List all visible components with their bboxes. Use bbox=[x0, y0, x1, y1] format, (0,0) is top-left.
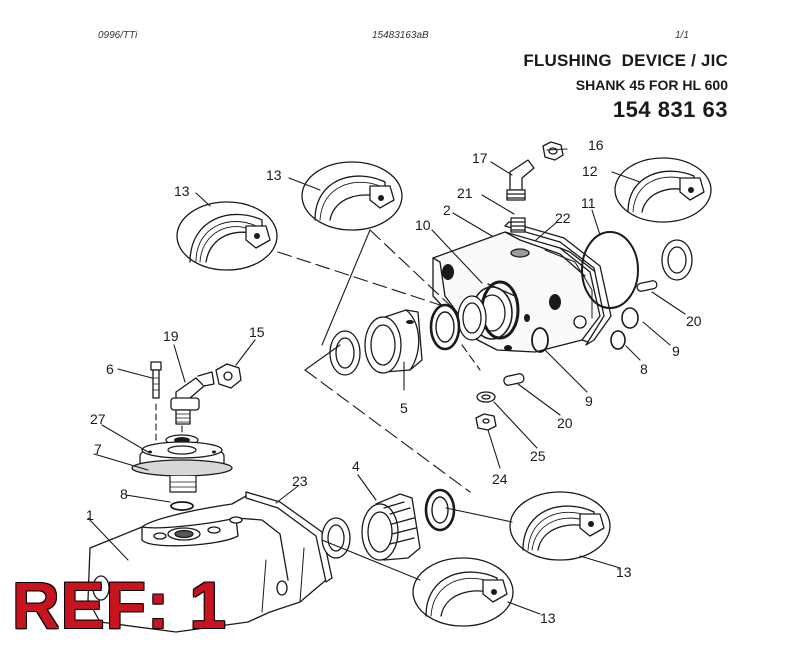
assembly-part-number: 154 831 63 bbox=[612, 97, 728, 122]
shank-body bbox=[87, 495, 327, 633]
callout-17: 17 bbox=[472, 150, 488, 166]
callout-13-d: 13 bbox=[540, 610, 556, 626]
callout-10: 10 bbox=[415, 217, 431, 233]
callout-20-a: 20 bbox=[686, 313, 702, 329]
drawing-number: 15483163aB bbox=[372, 30, 429, 41]
drawing-subtitle: SHANK 45 FOR HL 600 bbox=[575, 77, 728, 93]
detail-bubble-seal-2 bbox=[301, 161, 403, 231]
callout-13-a: 13 bbox=[266, 167, 282, 183]
callout-19: 19 bbox=[163, 328, 179, 344]
callout-11: 11 bbox=[581, 195, 596, 211]
callout-27: 27 bbox=[90, 411, 106, 427]
lower-seal-left bbox=[321, 517, 351, 559]
assembly-guide-lines-lower bbox=[321, 507, 513, 581]
o-ring-mid bbox=[531, 327, 549, 353]
o-ring-small bbox=[621, 307, 639, 329]
callout-2: 2 bbox=[443, 202, 451, 218]
o-ring-8 bbox=[170, 501, 194, 511]
callout-24: 24 bbox=[492, 471, 508, 487]
hex-nut-15 bbox=[215, 363, 242, 389]
dowel-pin bbox=[636, 280, 658, 292]
callout-1: 1 bbox=[86, 507, 94, 523]
callout-22: 22 bbox=[555, 210, 571, 226]
callout-8-a: 8 bbox=[640, 361, 648, 377]
plug-fitting bbox=[510, 217, 526, 233]
detail-bubble-seal-4 bbox=[509, 491, 611, 561]
sleeve-seal bbox=[329, 330, 361, 376]
callout-13-c: 13 bbox=[616, 564, 632, 580]
lower-sleeve bbox=[361, 493, 421, 561]
housing-seals bbox=[429, 295, 487, 351]
detail-bubble-seal-1 bbox=[176, 201, 278, 271]
callout-8-b: 8 bbox=[120, 486, 128, 502]
callout-21: 21 bbox=[457, 185, 473, 201]
o-ring-small-2 bbox=[610, 330, 626, 350]
assembly-guide-lines-upper bbox=[277, 229, 481, 493]
callout-25: 25 bbox=[530, 448, 546, 464]
callout-9-a: 9 bbox=[672, 343, 680, 359]
lower-seal-right bbox=[424, 488, 456, 532]
elbow-fitting-lower bbox=[170, 371, 215, 425]
callout-16: 16 bbox=[588, 137, 604, 153]
callout-7: 7 bbox=[94, 441, 102, 457]
dowel-pin-2 bbox=[503, 373, 525, 386]
callout-12: 12 bbox=[582, 163, 598, 179]
callout-5: 5 bbox=[400, 400, 408, 416]
callout-15: 15 bbox=[249, 324, 265, 340]
document-code: 0996/TTi bbox=[98, 30, 138, 41]
callout-6: 6 bbox=[106, 361, 114, 377]
nut-24 bbox=[475, 413, 497, 431]
washer bbox=[476, 391, 496, 403]
elbow-fitting-top bbox=[506, 159, 535, 201]
detail-bubble-seal-3 bbox=[614, 157, 712, 223]
callout-20-b: 20 bbox=[557, 415, 573, 431]
o-ring-large bbox=[581, 231, 639, 309]
callout-4: 4 bbox=[352, 458, 360, 474]
detail-bubble-seal-5 bbox=[412, 557, 514, 627]
body-gasket bbox=[245, 491, 333, 583]
hex-nut-16 bbox=[542, 141, 564, 161]
page-number: 1/1 bbox=[675, 30, 689, 41]
callout-9-b: 9 bbox=[585, 393, 593, 409]
bolt bbox=[150, 361, 162, 399]
flushing-sleeve bbox=[364, 309, 423, 374]
callout-13-b: 13 bbox=[174, 183, 190, 199]
leader-lines bbox=[87, 148, 686, 615]
rear-seal bbox=[661, 239, 693, 281]
callout-23: 23 bbox=[292, 473, 308, 489]
drawing-title: FLUSHING DEVICE / JIC bbox=[523, 51, 728, 70]
flange-gasket bbox=[131, 459, 233, 477]
reference-stamp: REF: 1 bbox=[12, 568, 228, 642]
callout-numbers: 16 17 12 13 21 22 11 13 2 10 20 9 8 9 20… bbox=[86, 137, 702, 626]
